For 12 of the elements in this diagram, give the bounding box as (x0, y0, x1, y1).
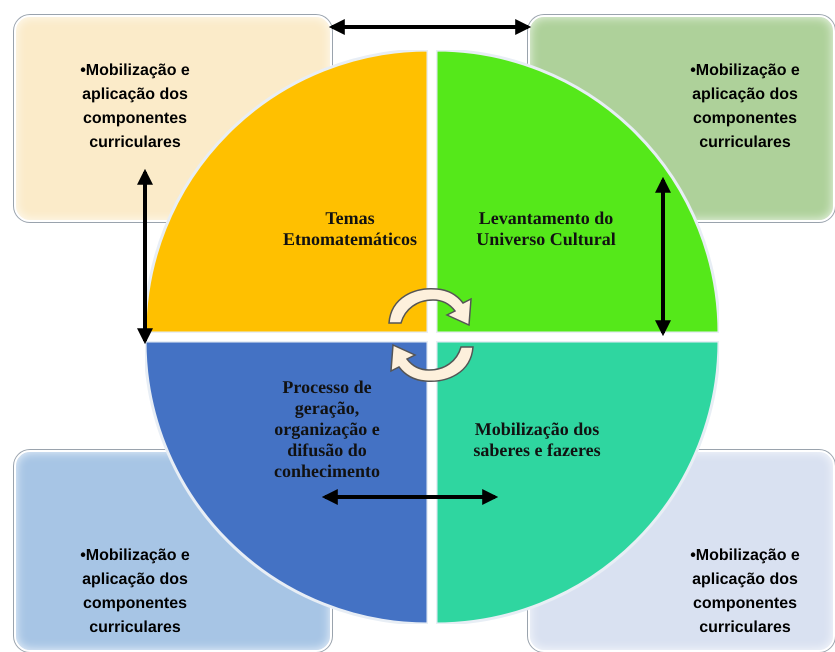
box-text: •Mobilização e aplicação dos componentes curriculares (690, 62, 800, 151)
double-arrow (328, 19, 532, 35)
segment-label: Mobilização dos saberes e fazeres (472, 419, 602, 461)
double-arrow (137, 168, 153, 344)
segment-label: Temas Etnomatemáticos (282, 208, 418, 250)
box-text: •Mobilização e aplicação dos componentes curriculares (80, 62, 190, 151)
segment-label: Levantamento do Universo Cultural (475, 208, 617, 250)
box-text: •Mobilização e aplicação dos componentes curriculares (690, 547, 800, 636)
double-arrow (322, 489, 498, 505)
segment-label: Processo de geração, organização e difusão do conhecimento (273, 377, 381, 482)
box-text: •Mobilização e aplicação dos componentes curriculares (80, 547, 190, 636)
double-arrow (655, 176, 671, 336)
